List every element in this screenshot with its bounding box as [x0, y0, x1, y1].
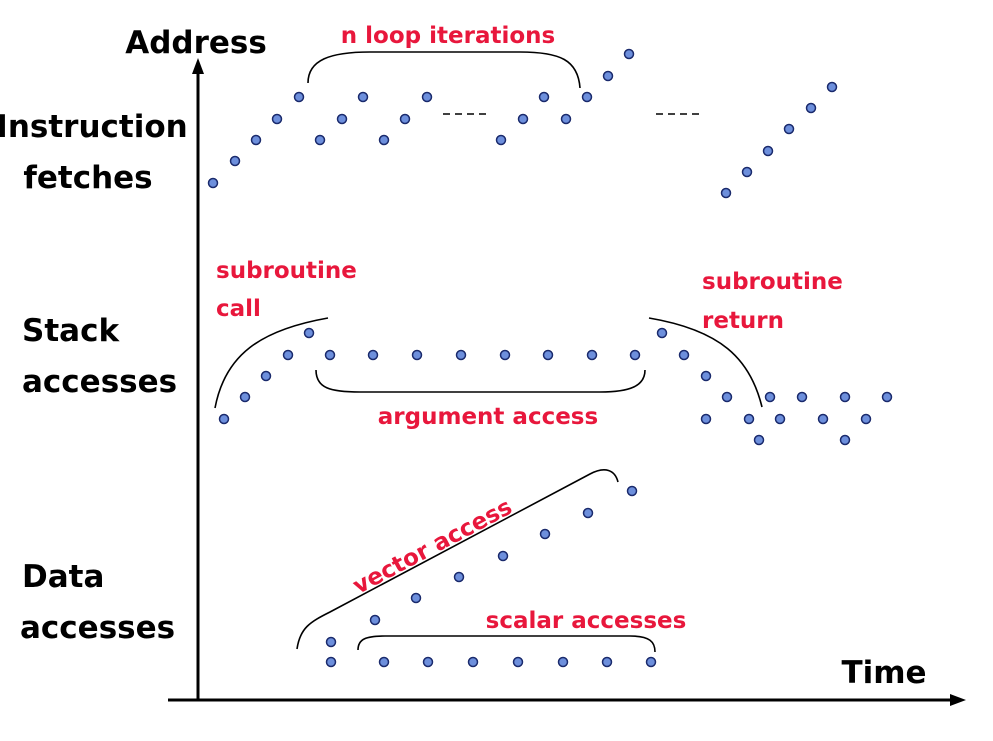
annotation-subroutine-call-line1: subroutine — [216, 258, 357, 284]
x-axis-arrowhead — [950, 694, 966, 706]
instruction-fetch-dots — [207, 48, 838, 199]
stack-access-dots — [218, 327, 893, 446]
access-dot — [860, 413, 872, 425]
access-dot — [774, 413, 786, 425]
row-label-data: Data — [22, 559, 104, 595]
data-access-dots — [325, 485, 657, 668]
access-dot — [762, 145, 774, 157]
access-dot — [303, 327, 315, 339]
access-dot — [764, 391, 776, 403]
access-dot — [602, 70, 614, 82]
row-label-stack: Stack — [22, 313, 120, 349]
access-dot — [512, 656, 524, 668]
access-dot — [499, 349, 511, 361]
access-dot — [411, 349, 423, 361]
access-dot — [839, 434, 851, 446]
access-dot — [582, 507, 594, 519]
row-label-instruction: Instruction — [0, 109, 188, 145]
access-dot — [581, 91, 593, 103]
access-dot — [250, 134, 262, 146]
row-label-stack-accesses: accesses — [22, 364, 177, 400]
annotation-subroutine-return-line1: subroutine — [702, 269, 843, 295]
access-dot — [314, 134, 326, 146]
access-dot — [325, 656, 337, 668]
access-dot — [539, 528, 551, 540]
access-dot — [282, 349, 294, 361]
access-dot — [645, 656, 657, 668]
access-dot — [467, 656, 479, 668]
access-dot — [743, 413, 755, 425]
access-dot — [826, 81, 838, 93]
annotation-loop-iterations: n loop iterations — [341, 23, 555, 49]
access-dot — [410, 592, 422, 604]
access-dot — [260, 370, 272, 382]
annotation-subroutine-call-line2: call — [216, 296, 261, 322]
access-dot — [753, 434, 765, 446]
access-dot — [369, 614, 381, 626]
access-dot — [336, 113, 348, 125]
access-dot — [497, 550, 509, 562]
annotation-vector-access: vector access — [349, 494, 517, 600]
access-dot — [357, 91, 369, 103]
access-dot — [421, 91, 433, 103]
argument-access-bracket — [315, 369, 646, 393]
access-dot — [538, 91, 550, 103]
access-dot — [817, 413, 829, 425]
access-dot — [720, 187, 732, 199]
access-dot — [700, 370, 712, 382]
access-dot — [741, 166, 753, 178]
row-label-fetches: fetches — [23, 160, 152, 196]
access-dot — [656, 327, 668, 339]
access-dot — [805, 102, 817, 114]
scalar-access-bracket — [357, 635, 656, 653]
subroutine-call-arc — [214, 317, 329, 409]
access-dot — [229, 155, 241, 167]
access-dot — [839, 391, 851, 403]
access-dot — [367, 349, 379, 361]
access-dot — [601, 656, 613, 668]
access-dot — [557, 656, 569, 668]
axes: Address Time — [125, 25, 966, 706]
access-dot — [560, 113, 572, 125]
access-dot — [678, 349, 690, 361]
access-dot — [239, 391, 251, 403]
access-dot — [700, 413, 712, 425]
access-dot — [721, 391, 733, 403]
row-label-data-accesses: accesses — [20, 610, 175, 646]
access-dot — [881, 391, 893, 403]
access-dot — [218, 413, 230, 425]
access-dot — [293, 91, 305, 103]
access-dot — [586, 349, 598, 361]
y-axis-arrowhead — [192, 58, 204, 74]
access-dot — [796, 391, 808, 403]
access-dot — [517, 113, 529, 125]
access-dot — [324, 349, 336, 361]
access-dot — [422, 656, 434, 668]
access-dot — [626, 485, 638, 497]
access-dot — [378, 134, 390, 146]
row-labels: Instruction fetches Stack accesses Data … — [0, 109, 188, 646]
access-dot — [455, 349, 467, 361]
access-dot — [325, 636, 337, 648]
x-axis-title: Time — [841, 655, 926, 691]
annotation-scalar-accesses: scalar accesses — [486, 608, 687, 634]
access-dot — [542, 349, 554, 361]
access-dot — [207, 177, 219, 189]
brackets — [214, 51, 763, 653]
loop-bracket — [307, 51, 581, 89]
vector-access-bracket — [296, 469, 619, 650]
y-axis-title: Address — [125, 25, 267, 61]
access-dot — [629, 349, 641, 361]
annotation-argument-access: argument access — [378, 404, 598, 430]
annotation-subroutine-return-line2: return — [702, 308, 784, 334]
subroutine-return-arc — [648, 317, 763, 408]
access-dot — [495, 134, 507, 146]
access-dot — [783, 123, 795, 135]
access-dot — [453, 571, 465, 583]
access-dot — [623, 48, 635, 60]
access-dot — [378, 656, 390, 668]
access-dot — [399, 113, 411, 125]
access-dot — [271, 113, 283, 125]
